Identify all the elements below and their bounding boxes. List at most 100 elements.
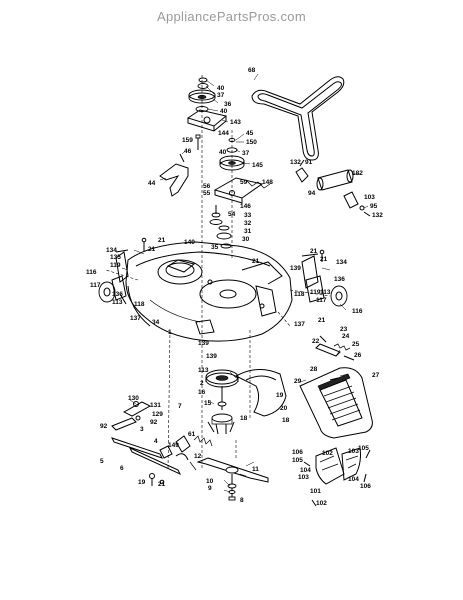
callout-129: 129 [152,411,163,418]
callout-26: 26 [354,352,362,359]
callout-106: 106 [360,483,371,490]
callout-139: 139 [290,265,301,272]
callout-159: 159 [182,137,193,144]
callout-40: 40 [219,149,227,156]
callout-31: 31 [244,228,252,235]
callout-95: 95 [370,203,378,210]
callout-36: 36 [224,101,232,108]
callout-8: 8 [240,497,244,504]
callout-21: 21 [310,248,318,255]
callout-116: 116 [352,308,363,315]
callout-104: 104 [300,467,311,474]
callout-29: 29 [294,378,302,385]
callout-137: 137 [294,321,305,328]
callout-24: 24 [342,333,350,340]
baffle-assembly[interactable] [303,447,371,507]
callout-54: 54 [228,211,236,218]
drive-belt[interactable] [251,76,345,161]
callout-103: 103 [348,448,359,455]
callout-92: 92 [100,423,108,430]
callout-102: 102 [316,500,327,507]
discharge-chute[interactable] [299,367,373,439]
height-lever-assembly[interactable] [111,401,197,487]
leader-lines [121,73,369,493]
callout-146: 146 [240,203,251,210]
callout-11: 11 [252,466,259,473]
callout-28: 28 [310,366,318,373]
callout-150: 150 [246,139,257,146]
callout-10: 10 [206,478,214,485]
callout-132: 132 [290,159,301,166]
belt-cover-20[interactable] [234,369,287,417]
belt-keeper-44[interactable] [159,153,189,197]
callout-139: 139 [198,340,209,347]
callout-1: 1 [168,329,172,336]
callout-182: 182 [352,170,363,177]
callout-139: 139 [206,353,217,360]
callout-44: 44 [148,180,156,187]
mower-blade[interactable] [196,457,269,501]
center-pulley-stack[interactable] [209,205,232,249]
watermark: AppliancePartsPros.com [157,9,306,24]
callout-91: 91 [305,159,313,166]
callout-68: 68 [248,67,256,74]
callout-19: 19 [138,479,146,486]
callout-101: 101 [310,488,321,495]
callout-6: 6 [120,465,124,472]
callout-27: 27 [372,372,380,379]
spindle-assembly[interactable] [205,369,239,435]
callout-45: 45 [246,130,254,137]
callout-3: 3 [140,426,144,433]
right-gauge-wheel-assembly[interactable] [301,249,348,307]
callout-21: 21 [320,256,328,263]
callout-9: 9 [208,485,212,492]
callout-144: 144 [218,130,229,137]
bolt-159[interactable] [195,134,201,150]
callout-105: 105 [292,457,303,464]
callout-118: 118 [134,301,145,308]
callout-103: 103 [298,474,309,481]
callout-106: 106 [292,449,303,456]
callout-22: 22 [312,338,320,345]
left-gauge-wheel-assembly[interactable] [98,237,147,305]
callout-23: 23 [340,326,348,333]
callout-19: 19 [276,392,284,399]
callout-135: 135 [110,254,121,261]
callout-118: 118 [294,291,305,298]
mower-deck[interactable] [125,241,293,342]
callout-40: 40 [217,85,225,92]
spring-61[interactable] [193,435,213,447]
callout-30: 30 [242,236,250,243]
callout-25: 25 [352,341,360,348]
callout-143: 143 [230,119,241,126]
callout-59: 59 [240,179,248,186]
callout-131: 131 [150,402,161,409]
callout-92: 92 [150,419,158,426]
callout-35: 35 [211,244,219,251]
callout-37: 37 [242,150,250,157]
callout-103: 103 [364,194,375,201]
idler-bracket-148[interactable] [213,177,271,204]
callout-21: 21 [148,246,156,253]
callout-61: 61 [188,431,196,438]
callout-113: 113 [198,367,209,374]
callout-7: 7 [178,403,182,410]
callout-130: 130 [128,395,139,402]
callout-21: 21 [158,237,166,244]
callout-148: 148 [262,179,273,186]
callout-21: 21 [318,317,326,324]
callout-56: 56 [203,183,211,190]
callout-labels: 40 37 36 40 143 144 159 45 150 40 37 145… [86,67,383,507]
callout-116: 116 [86,269,97,276]
front-roller-assembly[interactable] [295,159,371,217]
callout-94: 94 [308,190,316,197]
callout-140: 140 [184,239,195,246]
callout-132: 132 [372,212,383,219]
callout-145: 145 [252,162,263,169]
callout-5: 5 [100,458,104,465]
callout-21: 21 [158,481,166,488]
callout-136: 136 [334,276,345,283]
callout-21: 21 [252,258,260,265]
callout-102: 102 [322,450,333,457]
